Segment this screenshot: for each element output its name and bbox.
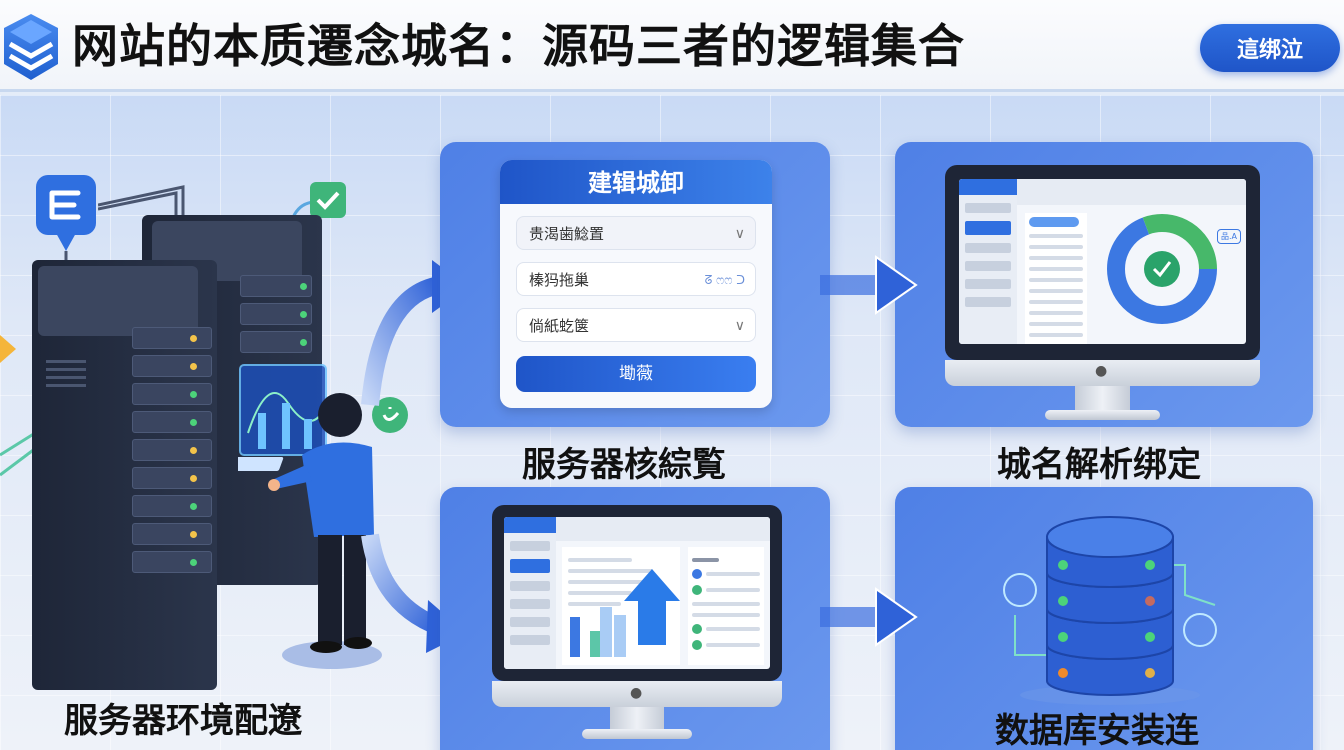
chevron-down-icon: ∨ — [734, 226, 745, 242]
upload-arrow-icon — [624, 569, 680, 645]
label-server-env: 服务器环境配遼 — [64, 701, 302, 741]
input-field-2[interactable]: 榛犸拖巢 ᘔ ෆෆ ᑐ — [516, 262, 756, 296]
arrow-right-icon — [820, 255, 918, 315]
check-circle-icon — [372, 397, 408, 433]
submit-button[interactable]: 墈薇 — [516, 356, 756, 392]
apple-logo-icon: ● — [1095, 363, 1108, 379]
bar-chart-icon — [570, 607, 626, 657]
document-bubble-icon — [36, 175, 96, 263]
field-value: 榛犸拖巢 — [529, 271, 590, 289]
header-action-button[interactable]: 這绑泣 — [1200, 24, 1340, 72]
field-value: 贵渴歯鯰置 — [529, 225, 605, 243]
arrow-right-icon — [820, 587, 918, 647]
person-figure — [268, 393, 382, 669]
cycle-check-icon — [1107, 214, 1217, 324]
monitor-deploy: ● — [492, 505, 782, 745]
form-title: 建辑城卸 — [500, 160, 772, 204]
check-badge-icon — [286, 182, 346, 249]
field-value: 倘紙虼箧 — [529, 317, 590, 335]
label-server-core: 服务器核綜覧 — [522, 445, 726, 485]
edit-icon: ᘔ ෆෆ ᑐ — [704, 273, 745, 287]
header: 网站的本质遷念城名：源码三者的逻辑集合 這绑泣 — [0, 0, 1344, 92]
page-title: 网站的本质遷念城名：源码三者的逻辑集合 — [72, 19, 965, 73]
stacked-layers-icon — [4, 14, 58, 80]
domain-form-card: 建辑城卸 贵渴歯鯰置 ∨ 榛犸拖巢 ᘔ ෆෆ ᑐ 倘紙虼箧 ∨ 墈薇 — [500, 160, 772, 408]
chevron-down-icon: ∨ — [734, 318, 745, 334]
apple-logo-icon: ● — [630, 685, 643, 701]
illustration-stage: 品.A ● — [0, 95, 1344, 750]
monitor-domain-binding: 品.A ● — [945, 165, 1260, 425]
select-field-1[interactable]: 贵渴歯鯰置 ∨ — [516, 216, 756, 250]
label-database: 数据库安装连 — [995, 711, 1199, 750]
database-stack-icon — [1003, 516, 1217, 705]
label-domain-binding: 城名解析绑定 — [997, 445, 1201, 485]
screen-tag: 品.A — [1217, 229, 1242, 244]
select-field-3[interactable]: 倘紙虼箧 ∨ — [516, 308, 756, 342]
